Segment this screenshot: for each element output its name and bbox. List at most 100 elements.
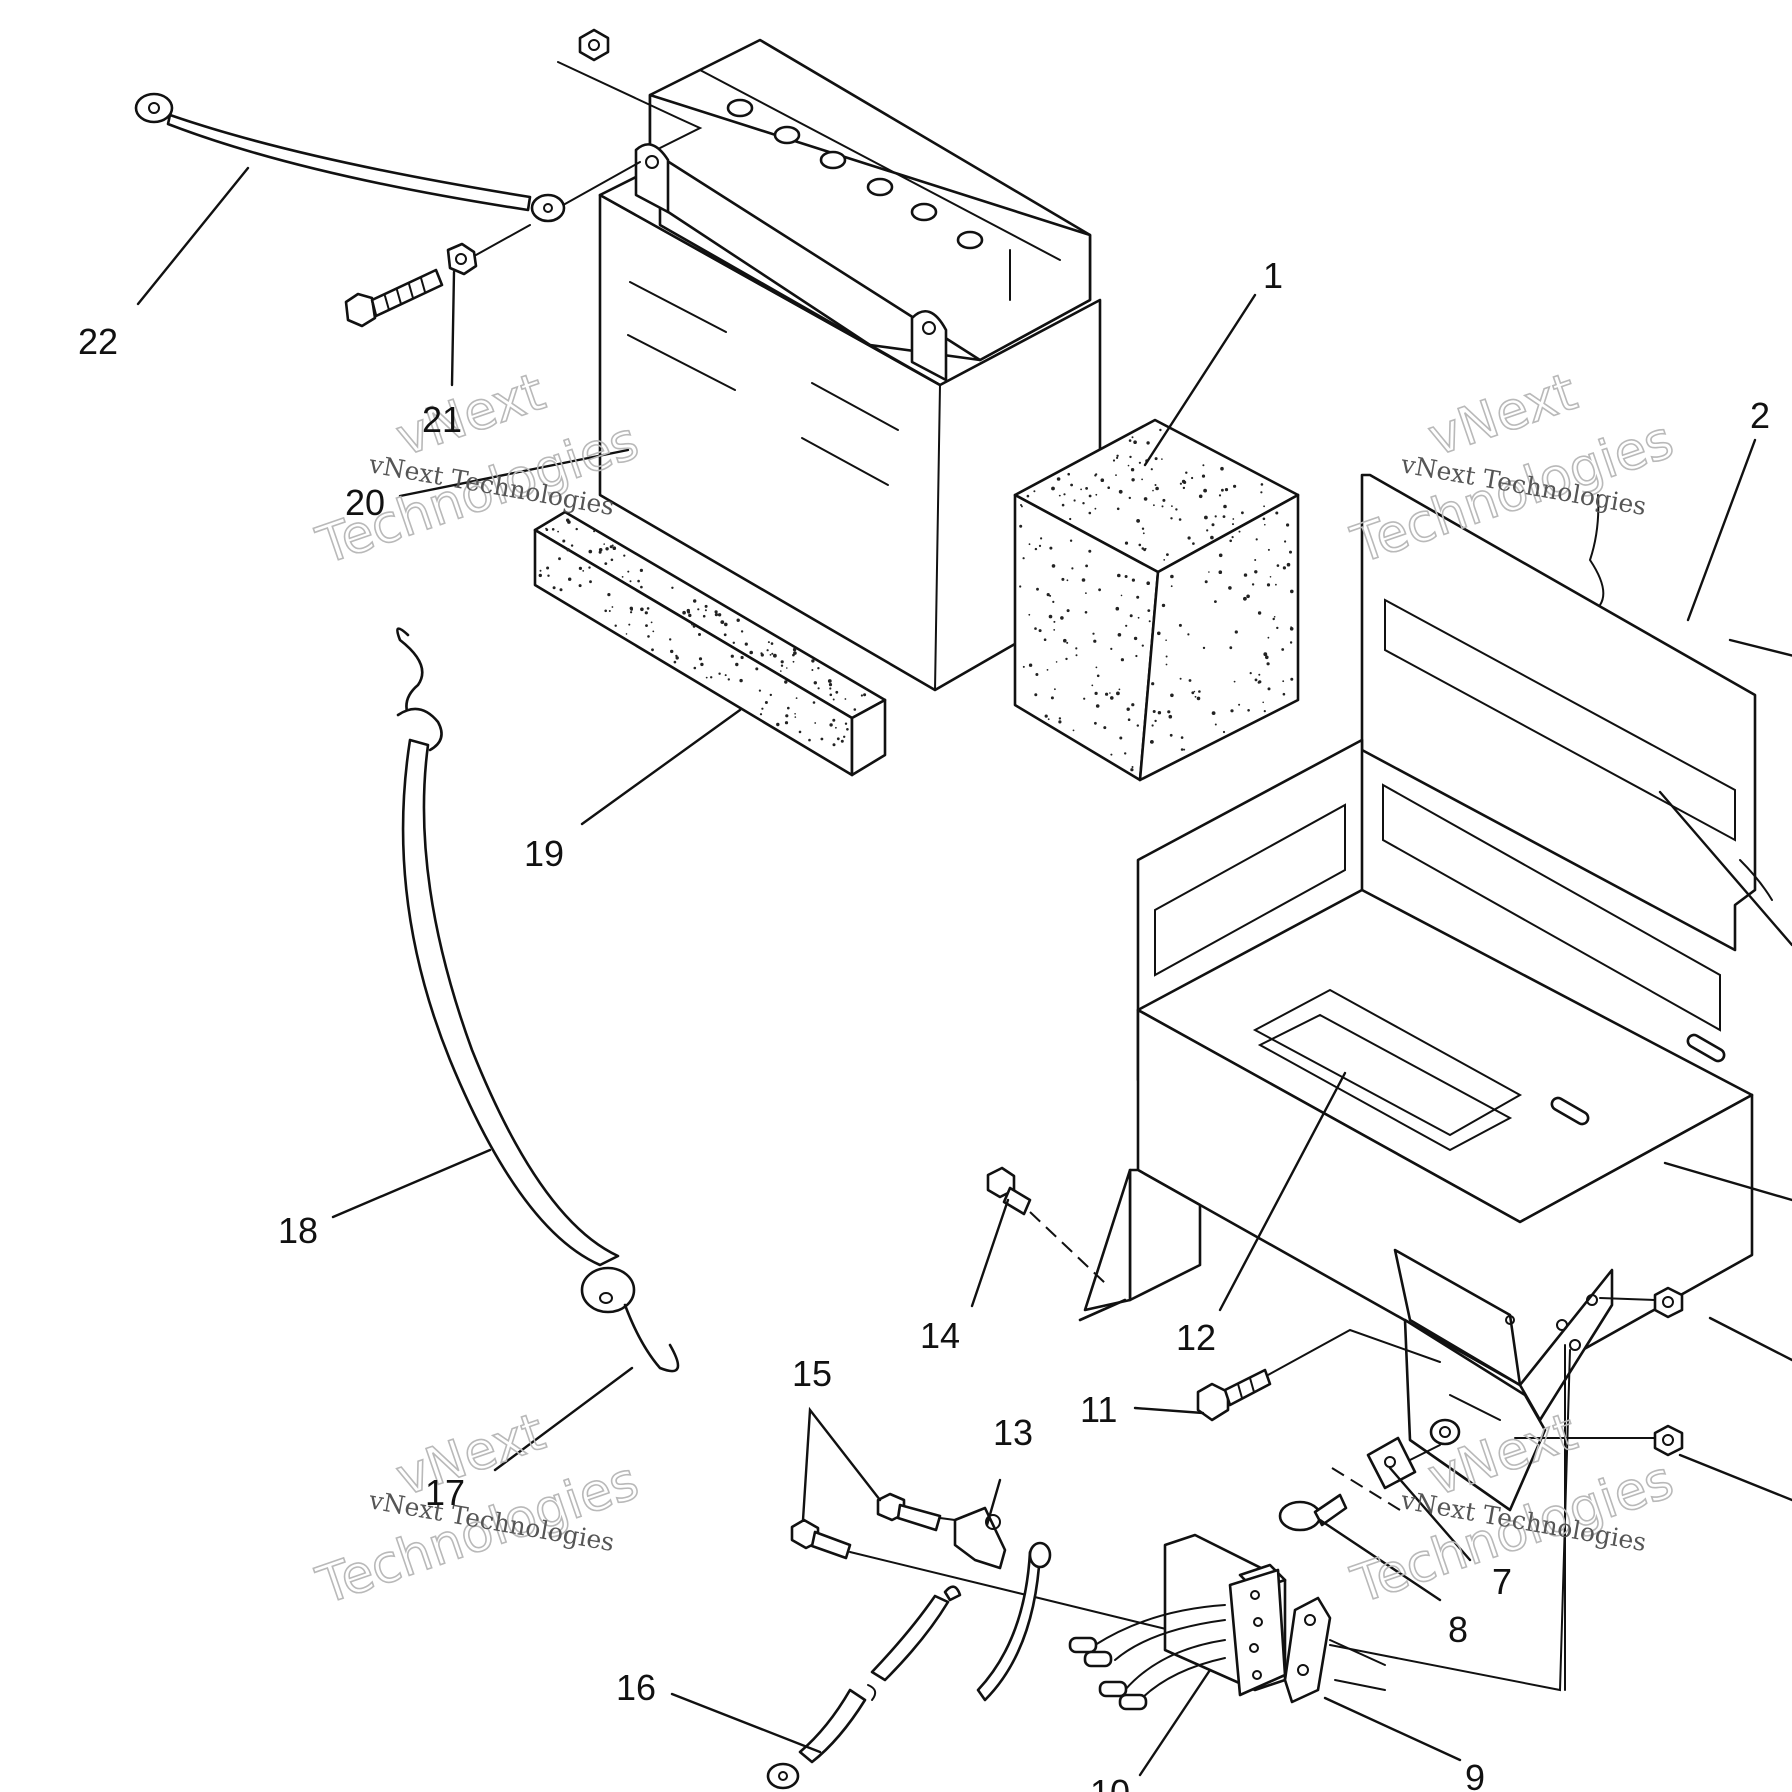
foam-speck: [1267, 548, 1270, 551]
foam-speck: [639, 568, 644, 573]
foam-speck: [1133, 440, 1137, 445]
foam-speck: [767, 641, 770, 644]
foam-speck: [1049, 594, 1052, 597]
bolt-11: [1196, 1328, 1441, 1422]
foam-speck: [630, 611, 633, 614]
foam-speck: [693, 599, 697, 603]
foam-speck: [1246, 594, 1250, 599]
foam-speck: [1263, 652, 1268, 657]
foam-speck: [1179, 677, 1182, 680]
callout-8: 8: [1448, 1609, 1468, 1650]
foam-speck: [1136, 595, 1140, 599]
foam-speck: [727, 678, 730, 681]
foam-speck: [1118, 489, 1123, 494]
foam-speck: [1116, 456, 1119, 459]
foam-speck: [1137, 616, 1140, 619]
foam-speck: [1038, 629, 1042, 633]
foam-speck: [1131, 478, 1135, 482]
foam-speck: [1085, 592, 1087, 594]
foam-speck: [1218, 553, 1223, 558]
foam-speck: [1151, 682, 1155, 686]
foam-speck: [1127, 464, 1130, 467]
foam-speck: [794, 713, 796, 715]
foam-speck: [1110, 696, 1114, 700]
foam-speck: [766, 649, 769, 652]
foam-speck: [698, 657, 703, 661]
foam-speck: [784, 721, 789, 725]
foam-speck: [1150, 468, 1153, 471]
foam-speck: [1255, 538, 1258, 541]
foam-speck: [784, 680, 788, 684]
foam-speck: [769, 654, 772, 656]
foam-speck: [829, 693, 833, 697]
foam-speck: [1170, 574, 1174, 579]
foam-speck: [1178, 623, 1182, 627]
foam-speck: [675, 656, 679, 660]
foam-speck: [1220, 466, 1224, 471]
foam-speck: [1180, 748, 1184, 751]
foam-speck: [1131, 436, 1134, 439]
foam-speck: [1131, 766, 1134, 768]
foam-speck: [1092, 632, 1095, 635]
foam-speck: [1129, 455, 1132, 459]
foam-speck: [1085, 564, 1088, 568]
foam-speck: [651, 648, 654, 652]
foam-speck: [1095, 493, 1098, 496]
foam-speck: [1182, 486, 1186, 490]
foam-speck: [1116, 507, 1120, 511]
foam-speck: [1232, 518, 1235, 520]
foam-speck: [1214, 600, 1217, 603]
foam-speck: [644, 611, 648, 615]
foam-speck: [1046, 669, 1049, 671]
foam-speck: [1159, 428, 1162, 432]
foam-speck: [704, 604, 708, 608]
foam-speck: [1094, 691, 1098, 696]
foam-speck: [776, 722, 780, 727]
foam-speck: [1232, 523, 1234, 526]
foam-speck: [1020, 505, 1023, 508]
foam-speck: [811, 659, 815, 663]
foam-speck: [1152, 489, 1154, 492]
foam-speck: [1290, 589, 1294, 594]
foam-speck: [1214, 723, 1217, 726]
foam-speck: [1170, 585, 1173, 588]
foam-speck: [1233, 680, 1236, 683]
foam-speck: [1183, 748, 1186, 751]
foam-speck: [1260, 483, 1264, 486]
foam-speck: [1131, 703, 1135, 707]
foam-speck: [820, 737, 824, 741]
foam-speck: [769, 693, 772, 697]
foam-speck: [798, 730, 802, 734]
foam-speck: [1056, 477, 1061, 481]
foam-speck: [1282, 566, 1286, 570]
foam-speck: [546, 566, 550, 570]
callout-10: 10: [1090, 1772, 1130, 1792]
callout-21: 21: [422, 399, 462, 440]
foam-speck: [645, 624, 648, 627]
foam-speck: [1286, 523, 1290, 527]
foam-speck: [1061, 503, 1065, 507]
foam-speck: [1204, 580, 1208, 584]
foam-speck: [1088, 494, 1092, 498]
foam-speck: [840, 739, 844, 743]
foam-speck: [835, 690, 839, 694]
foam-speck: [792, 653, 795, 657]
foam-speck: [1154, 719, 1157, 723]
foam-speck: [1028, 543, 1031, 546]
callout-20: 20: [345, 482, 385, 523]
foam-speck: [1257, 681, 1261, 684]
foam-speck: [1063, 493, 1066, 496]
foam-speck: [1124, 752, 1127, 755]
foam-speck: [647, 635, 650, 638]
foam-speck: [1053, 620, 1056, 623]
foam-speck: [1022, 557, 1025, 560]
foam-speck: [844, 722, 848, 725]
foam-speck: [1066, 641, 1069, 644]
foam-speck: [1095, 704, 1100, 708]
foam-speck: [1276, 626, 1279, 630]
foam-speck: [710, 676, 713, 679]
foam-speck: [1224, 488, 1229, 492]
foam-speck: [1040, 537, 1043, 540]
foam-speck: [640, 607, 644, 612]
foam-speck: [1206, 529, 1209, 532]
